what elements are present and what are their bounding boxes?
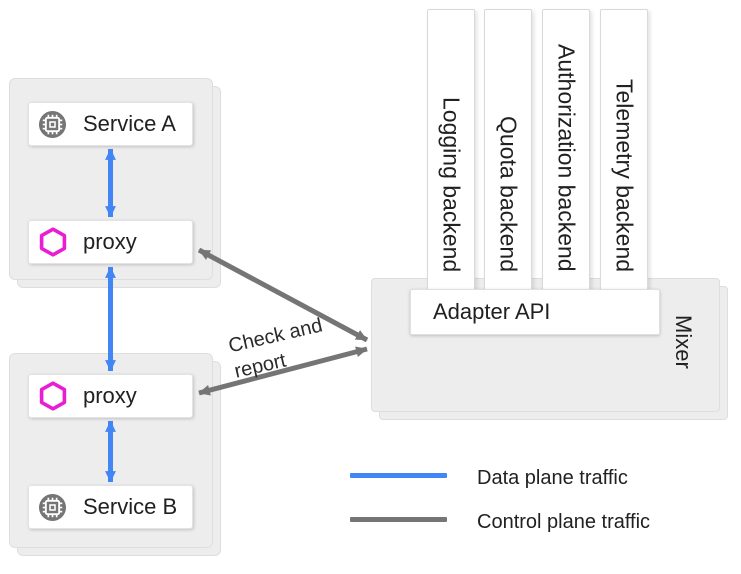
service-a-label: Service A xyxy=(83,111,176,136)
authorization-backend-box: Authorization backend xyxy=(542,9,590,295)
service-b-node: Service B xyxy=(28,485,193,529)
logging-backend-box: Logging backend xyxy=(427,9,475,295)
quota-backend-label: Quota backend xyxy=(495,115,522,272)
quota-backend-box: Quota backend xyxy=(484,9,532,295)
check-and-report-label: Check and report xyxy=(226,312,331,384)
telemetry-backend-box: Telemetry backend xyxy=(600,9,648,295)
chip-icon xyxy=(39,109,67,139)
authorization-backend-label: Authorization backend xyxy=(553,44,580,272)
proxy-b-node: proxy xyxy=(28,374,193,418)
proxy-a-node: proxy xyxy=(28,220,193,264)
telemetry-backend-label: Telemetry backend xyxy=(611,78,638,272)
chip-icon xyxy=(39,492,67,522)
hexagon-icon xyxy=(39,227,67,257)
data-plane-legend-line xyxy=(350,473,447,478)
control-plane-legend-line xyxy=(350,517,447,522)
proxy-b-label: proxy xyxy=(83,383,137,408)
logging-backend-label: Logging backend xyxy=(438,96,465,272)
hexagon-icon xyxy=(39,381,67,411)
service-a-node: Service A xyxy=(28,102,193,146)
service-b-label: Service B xyxy=(83,494,178,519)
data-plane-legend-label: Data plane traffic xyxy=(477,467,628,489)
adapter-api-box: Adapter API xyxy=(410,289,660,335)
adapter-api-label: Adapter API xyxy=(433,299,551,324)
mixer-label: Mixer xyxy=(671,315,696,369)
proxy-a-label: proxy xyxy=(83,229,137,254)
control-plane-legend-label: Control plane traffic xyxy=(477,511,651,533)
